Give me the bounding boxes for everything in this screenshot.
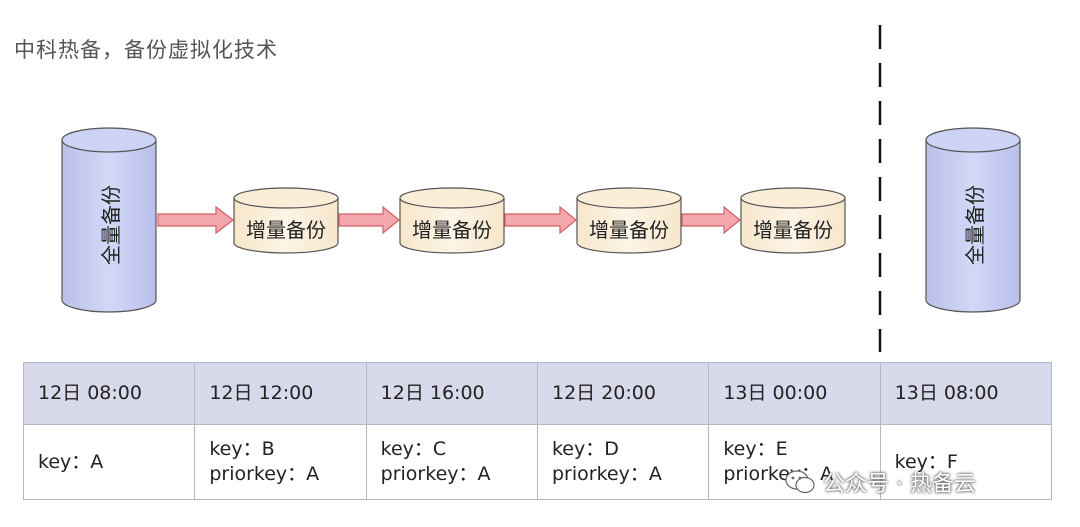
time-cell: 12日 12:00 [194, 362, 367, 425]
arrow-2 [338, 205, 400, 235]
key-cell: key：A [22, 424, 196, 500]
incremental-backup-label-2: 增量备份 [412, 218, 492, 242]
full-backup-cylinder-left: 全量备份 [61, 127, 157, 313]
key-value: key：D [551, 438, 619, 460]
priorkey-value: priorkey：A [551, 463, 662, 485]
key-value: key：E [723, 438, 788, 460]
priorkey-value: priorkey：A [380, 463, 491, 485]
incremental-backup-3: 增量备份 [576, 187, 682, 254]
key-cell: key：B priorkey：A [194, 424, 367, 500]
wechat-icon [785, 470, 815, 494]
backup-timeline-table: 12日 08:00 12日 12:00 12日 16:00 12日 20:00 … [22, 362, 1053, 500]
key-value: key：A [38, 450, 104, 473]
time-cell: 13日 08:00 [879, 362, 1053, 425]
incremental-backup-2: 增量备份 [399, 187, 505, 254]
time-header-row: 12日 08:00 12日 12:00 12日 16:00 12日 20:00 … [22, 362, 1053, 425]
key-value: key：F [894, 450, 958, 473]
priorkey-value: priorkey：A [209, 463, 320, 485]
arrow-3 [504, 205, 577, 235]
key-row: key：A key：B priorkey：A key：C priorkey：A … [22, 424, 1053, 500]
arrow-4 [681, 205, 741, 235]
key-value: key：B [209, 438, 275, 460]
time-cell: 12日 08:00 [22, 362, 196, 425]
incremental-backup-label-4: 增量备份 [753, 218, 833, 242]
time-cell: 12日 16:00 [365, 362, 538, 425]
watermark: 公众号 · 热备云 [785, 466, 976, 498]
full-backup-label-left: 全量备份 [99, 185, 123, 265]
time-cell: 13日 00:00 [708, 362, 881, 425]
arrow-1 [157, 205, 234, 235]
incremental-backup-4: 增量备份 [740, 187, 846, 254]
key-cell: key：C priorkey：A [365, 424, 538, 500]
incremental-backup-1: 增量备份 [233, 187, 339, 254]
diagram-title: 中科热备，备份虚拟化技术 [14, 38, 278, 62]
key-cell: key：F [879, 424, 1053, 500]
time-cell: 12日 20:00 [536, 362, 710, 425]
watermark-text: 公众号 · 热备云 [823, 472, 976, 497]
incremental-backup-label-1: 增量备份 [246, 218, 326, 242]
incremental-backup-label-3: 增量备份 [589, 218, 669, 242]
key-value: key：C [380, 438, 447, 460]
key-cell: key：D priorkey：A [536, 424, 710, 500]
backup-chain-diagram: 全量备份 全量备份 增量备份 增量备份 增量备份 增量备份 [61, 25, 1021, 352]
full-backup-label-right: 全量备份 [963, 185, 987, 265]
full-backup-cylinder-right: 全量备份 [925, 127, 1021, 313]
